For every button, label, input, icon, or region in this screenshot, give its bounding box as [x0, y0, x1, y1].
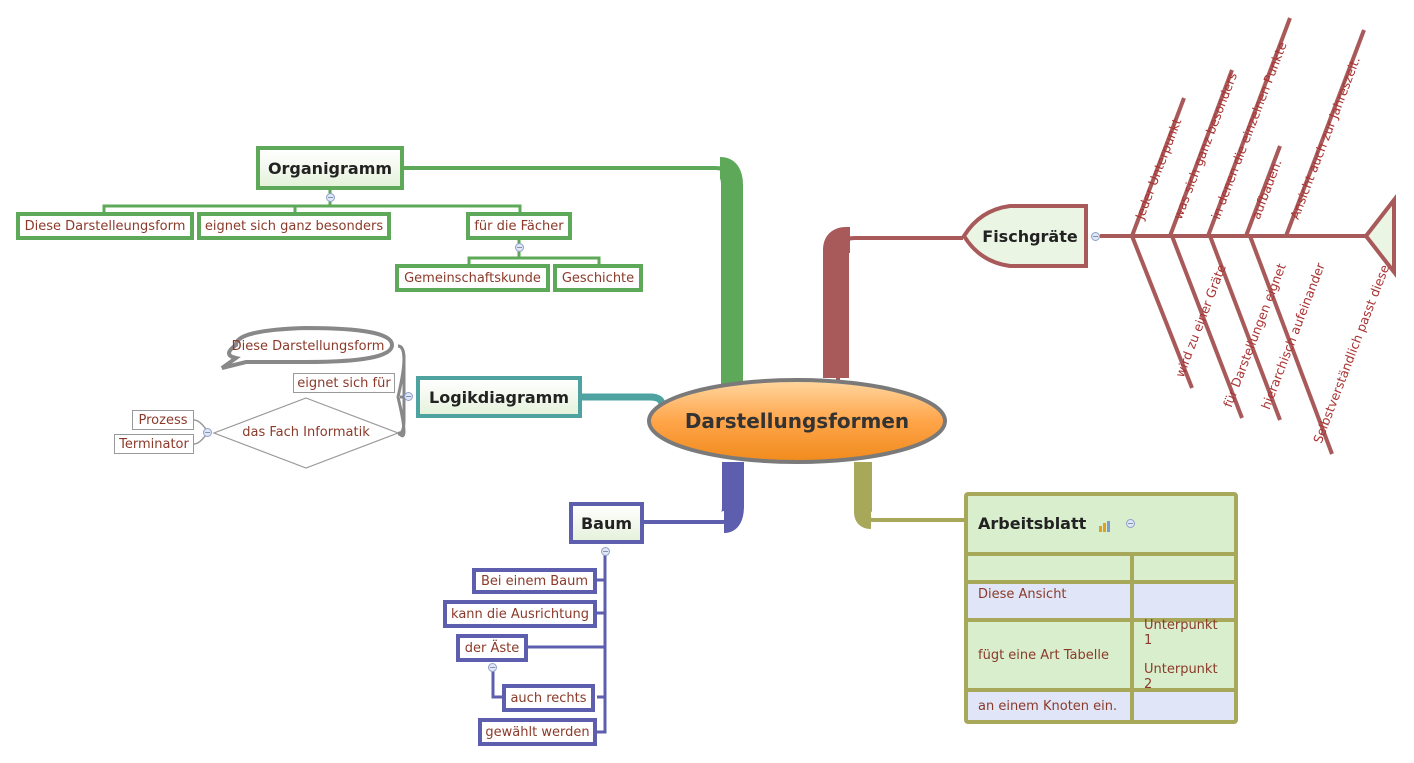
logik-decision-shape [212, 397, 400, 469]
logik-callout-shape [220, 325, 395, 370]
logik-output-1[interactable]: Prozess [132, 410, 194, 430]
logik-decision-collapse-icon[interactable] [203, 428, 212, 437]
organigramm-sub-collapse-icon[interactable] [515, 243, 524, 252]
fish-bones-top [1130, 17, 1366, 237]
logik-collapse-icon[interactable] [404, 392, 413, 401]
organigramm-sub-1[interactable]: Gemeinschaftskunde [395, 264, 550, 292]
baum-topic[interactable]: Baum [569, 502, 644, 544]
logik-brace-2 [397, 344, 406, 436]
baum-child-5[interactable]: gewählt werden [478, 718, 597, 746]
fisch-collapse-icon[interactable] [1091, 232, 1100, 241]
fish-tail [1363, 194, 1396, 278]
baum-collapse-icon[interactable] [601, 547, 610, 556]
fish-bones-bottom [1130, 235, 1334, 455]
baum-child-2[interactable]: kann die Ausrichtung [443, 600, 597, 628]
logik-topic[interactable]: Logikdiagramm [416, 376, 582, 418]
organigramm-child-lines [102, 190, 522, 212]
chart-icon [1098, 517, 1112, 532]
table-cell: Diese Ansicht [968, 584, 1130, 618]
arbeitsblatt-node[interactable]: Arbeitsblatt Diese Ansicht fügt eine Art… [964, 492, 1238, 724]
table-cell: an einem Knoten ein. [968, 692, 1130, 720]
table-cell [1134, 692, 1234, 720]
logik-output-2[interactable]: Terminator [114, 434, 194, 454]
arbeitsblatt-collapse-icon[interactable] [1126, 519, 1135, 528]
subpoint-2: Unterpunkt 2 [1144, 662, 1218, 692]
organigramm-child-3[interactable]: für die Fächer [466, 212, 572, 240]
organigramm-collapse-icon[interactable] [326, 193, 335, 202]
arbeitsblatt-title: Arbeitsblatt [978, 513, 1087, 533]
arbeitsblatt-table: Diese Ansicht fügt eine Art Tabelle Unte… [968, 552, 1234, 724]
arbeitsblatt-connector [862, 462, 966, 522]
baum-child-3[interactable]: der Äste [456, 634, 528, 662]
logik-decision[interactable]: das Fach Informatik [242, 424, 370, 440]
organigramm-trunk [718, 157, 743, 385]
baum-child-1[interactable]: Bei einem Baum [472, 568, 597, 594]
organigramm-child-2[interactable]: eignet sich ganz besonders [197, 212, 391, 240]
baum-sub-collapse-icon[interactable] [488, 663, 497, 672]
table-cell: fügt eine Art Tabelle [968, 622, 1130, 688]
table-cell [968, 556, 1130, 580]
organigramm-topic[interactable]: Organigramm [256, 146, 404, 190]
fisch-topic[interactable]: Fischgräte [982, 226, 1078, 246]
table-cell: Unterpunkt 1 Unterpunkt 2 [1134, 618, 1234, 692]
central-topic[interactable]: Darstellungsformen [684, 409, 910, 433]
logik-connector [582, 393, 666, 406]
logik-link[interactable]: eignet sich für [293, 373, 395, 393]
fisch-trunk [823, 227, 850, 378]
central-node-shape [647, 378, 947, 464]
logik-callout[interactable]: Diese Darstellungsform [231, 338, 385, 354]
baum-sub-line [491, 664, 503, 699]
table-cell [1134, 556, 1234, 580]
organigramm-sub-lines [467, 240, 601, 265]
baum-child-4[interactable]: auch rechts [502, 684, 595, 712]
organigramm-child-1[interactable]: Diese Darstelleungsform [16, 212, 194, 240]
arbeitsblatt-trunk [854, 462, 873, 529]
table-cell [1134, 584, 1234, 618]
fisch-node-shape [961, 204, 1088, 268]
baum-child-lines [527, 548, 607, 734]
baum-trunk [720, 462, 744, 533]
organigramm-sub-2[interactable]: Geschichte [553, 264, 643, 292]
subpoint-1: Unterpunkt 1 [1144, 618, 1218, 648]
fisch-connector [836, 236, 963, 380]
